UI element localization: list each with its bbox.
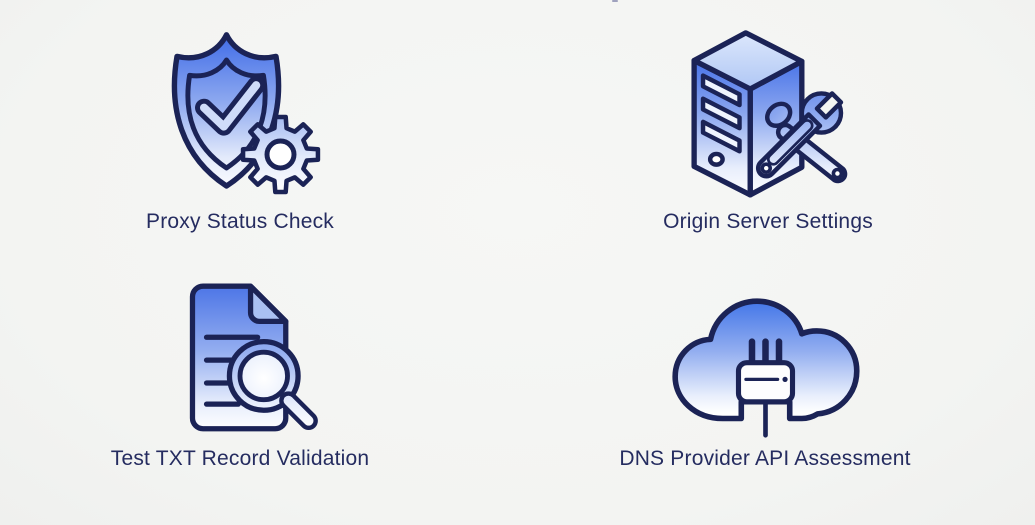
feature-label: DNS Provider API Assessment bbox=[619, 447, 911, 470]
document-search-icon bbox=[152, 272, 328, 435]
feature-item-dns-api: DNS Provider API Assessment bbox=[600, 290, 930, 470]
server-tools-icon bbox=[677, 24, 859, 202]
feature-item-txt-record: Test TXT Record Validation bbox=[85, 272, 395, 470]
feature-item-origin-server: Origin Server Settings bbox=[608, 24, 928, 233]
feature-label: Test TXT Record Validation bbox=[110, 447, 370, 470]
cloud-plug-icon bbox=[663, 290, 868, 439]
feature-label: Origin Server Settings bbox=[663, 210, 873, 233]
feature-label: Proxy Status Check bbox=[145, 210, 334, 233]
shield-check-gear-icon bbox=[150, 24, 330, 204]
feature-item-proxy-status: Proxy Status Check bbox=[90, 24, 390, 233]
cropped-text-artifact bbox=[612, 0, 618, 2]
